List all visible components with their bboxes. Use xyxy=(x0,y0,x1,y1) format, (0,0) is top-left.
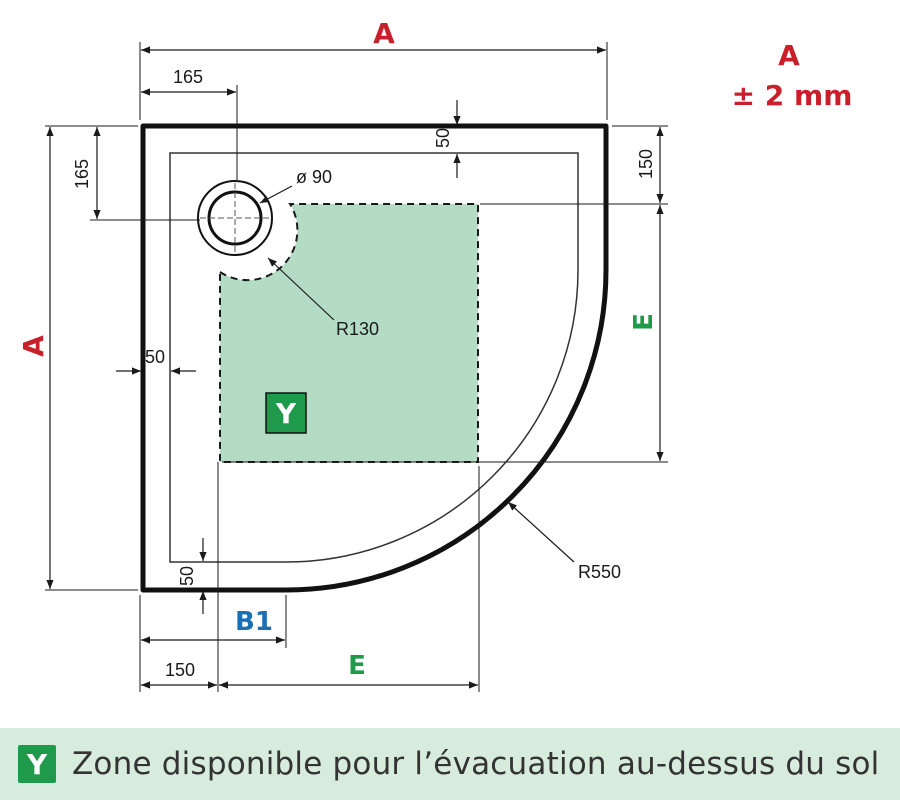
dim-165-left: 165 xyxy=(72,159,92,189)
leader-r550 xyxy=(507,501,575,563)
dim-b1: B1 xyxy=(235,607,273,637)
drain-icon xyxy=(197,180,273,256)
tray-outer-outline xyxy=(140,123,609,593)
tray-inner-outline xyxy=(169,152,579,563)
legend-text: Zone disponible pour l’évacuation au-des… xyxy=(72,746,880,782)
dim-diameter: ø 90 xyxy=(296,167,332,187)
tolerance-letter: A xyxy=(778,39,800,72)
dim-r130: R130 xyxy=(336,319,379,339)
legend-bar: Y Zone disponible pour l’évacuation au-d… xyxy=(0,728,900,800)
leader-r130 xyxy=(267,257,335,321)
dim-a-left: A xyxy=(17,335,50,357)
dim-50-top: 50 xyxy=(433,128,453,148)
dimension-lines xyxy=(46,46,664,689)
dim-e-right: E xyxy=(629,313,659,331)
dim-50-left: 50 xyxy=(145,347,165,367)
tolerance-value: ± 2 mm xyxy=(732,79,853,112)
dim-165-top: 165 xyxy=(173,67,203,87)
dim-e-bottom: E xyxy=(348,651,366,681)
zone-y-label: Y xyxy=(275,397,297,430)
shower-tray-diagram: A A ± 2 mm 165 A 165 50 150 E 50 50 ø 90… xyxy=(17,17,853,692)
dim-50-bottom: 50 xyxy=(177,566,197,586)
leader-diameter xyxy=(259,185,293,204)
extension-lines xyxy=(45,42,668,692)
dim-a-top: A xyxy=(373,17,395,50)
dim-150-right: 150 xyxy=(636,149,656,179)
dim-r550: R550 xyxy=(578,562,621,582)
legend-y-badge: Y xyxy=(18,745,56,783)
zone-y-badge: Y xyxy=(265,392,307,434)
dim-150-bottom: 150 xyxy=(165,660,195,680)
